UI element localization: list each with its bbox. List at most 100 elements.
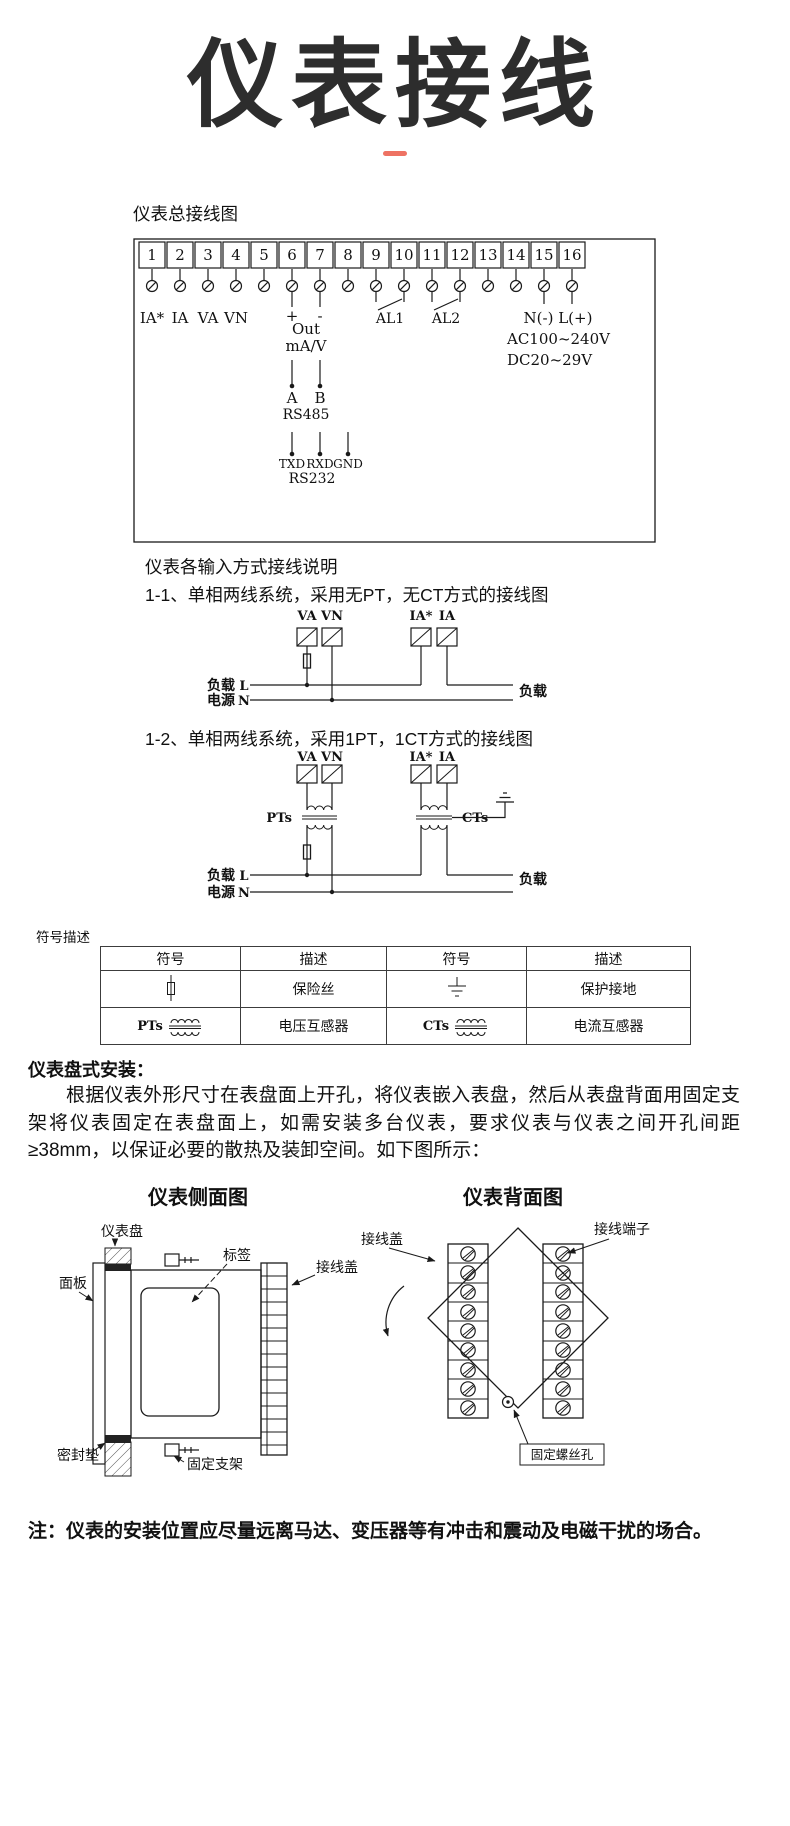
ground-desc: 保护接地 — [526, 970, 691, 1008]
label-pts: PTs — [266, 811, 292, 826]
terminal-6: 6 — [278, 241, 306, 293]
screw-terminal-icon — [565, 268, 579, 293]
terminal-clamp-icon — [296, 627, 318, 647]
terminal-12: 12 — [446, 241, 474, 293]
diagram-1-2: VA VN IA* IA PTs CTs — [207, 750, 547, 901]
fixing-bracket-top — [164, 1253, 199, 1267]
terminal-number: 11 — [422, 246, 441, 264]
modes-heading: 仪表各输入方式接线说明 — [145, 557, 338, 577]
screw-terminal-icon — [285, 268, 299, 293]
terminal-clamp-icon — [410, 764, 432, 784]
label-out: Out — [292, 320, 320, 338]
screw-terminal-icon — [509, 268, 523, 293]
label-al1: AL1 — [375, 311, 404, 327]
terminal-number: 15 — [534, 246, 553, 264]
terminal-clamp-icon — [410, 627, 432, 647]
label-plus: + — [286, 307, 299, 325]
screw-terminal-icon — [481, 268, 495, 293]
label-power-terminals: N(-) L(+) — [524, 309, 593, 327]
label-vn: VN — [320, 609, 343, 624]
screw-terminal-icon — [341, 268, 355, 293]
label-vn: VN — [320, 750, 343, 765]
terminal-clamp-icon — [321, 764, 343, 784]
label-load-right: 负载 — [519, 683, 547, 699]
diagram2-title: 1-2、单相两线系统，采用1PT，1CT方式的接线图 — [145, 729, 533, 749]
terminal-number: 1 — [147, 246, 157, 264]
sticker-label: 标签 — [223, 1247, 251, 1263]
ground-icon — [447, 976, 466, 996]
terminal-number: 4 — [231, 246, 241, 264]
symbol-table-heading: 符号描述 — [36, 930, 90, 945]
screw-hole-label: 固定螺丝孔 — [531, 1447, 594, 1462]
screw-head-icon — [460, 1304, 476, 1320]
rs232-block: TXD RXD GND RS232 — [279, 432, 363, 487]
terminal-14: 14 — [502, 241, 530, 293]
terminal-number: 10 — [394, 246, 413, 264]
leader-arrow — [78, 1291, 94, 1302]
fixing-screw-hole — [501, 1395, 515, 1409]
seal-label: 密封垫 — [57, 1447, 99, 1463]
label-line-l: L — [239, 679, 248, 694]
rs485-block: A B RS485 — [283, 360, 330, 423]
screw-terminal-icon — [173, 268, 187, 293]
label-vn: VN — [223, 309, 248, 327]
fuse-icon — [166, 974, 175, 1001]
terminal-8: 8 — [334, 241, 362, 293]
label-va: VA — [197, 309, 219, 327]
pt-transformer-icon — [302, 783, 337, 892]
screw-terminal-icon — [229, 268, 243, 293]
wiring-cover — [260, 1262, 288, 1456]
callout-panel-board: 仪表盘 — [101, 1223, 143, 1247]
wiring-cover-label: 接线盖 — [316, 1259, 358, 1275]
label-va: VA — [296, 609, 317, 624]
fuse-symbol-cell — [100, 970, 241, 1008]
screw-terminal-icon — [145, 268, 159, 293]
screw-head-icon — [555, 1323, 571, 1339]
panel-board — [104, 1247, 132, 1477]
col-header-symbol: 符号 — [386, 946, 527, 971]
bracket-label: 固定支架 — [187, 1456, 243, 1472]
label-ia-star: IA* — [410, 609, 433, 624]
transformer-coil-icon — [455, 1019, 488, 1036]
screw-head-icon — [555, 1342, 571, 1358]
terminal-block-label: 接线端子 — [594, 1221, 650, 1237]
callout-seal: 密封垫 — [57, 1442, 106, 1463]
terminal-number: 9 — [371, 246, 381, 264]
terminal-1: 1 — [138, 241, 166, 293]
terminal-15: 15 — [530, 241, 558, 293]
screw-terminal-icon — [313, 268, 327, 293]
symbol-table: 符号 描述 符号 描述 保险丝 保护接地 — [100, 946, 691, 1045]
front-panel-label: 面板 — [59, 1275, 87, 1291]
analog-output-block: + - Out mA/V — [286, 291, 328, 355]
label-line-n: N — [238, 694, 250, 709]
screw-terminal-icon — [257, 268, 271, 293]
label-ia-star: IA* — [140, 309, 165, 327]
label-source: 电源 — [207, 692, 235, 708]
ct-transformer-icon — [416, 783, 513, 876]
label-rs485-a: A — [286, 389, 298, 407]
screw-head-icon — [555, 1400, 571, 1416]
label-dc-range: DC20~29V — [507, 351, 593, 369]
terminal-clamp-icon — [436, 764, 458, 784]
fuse-desc: 保险丝 — [240, 970, 387, 1008]
seal-gasket-top — [105, 1264, 131, 1271]
screw-head-icon — [460, 1323, 476, 1339]
ct-symbol-cell: CTs — [386, 1007, 527, 1045]
label-line-l: L — [239, 869, 248, 884]
label-rxd: RXD — [306, 457, 333, 471]
ct-desc: 电流互感器 — [526, 1007, 691, 1045]
fixing-bracket-bottom — [164, 1443, 199, 1457]
diagram1-title: 1-1、单相两线系统，采用无PT，无CT方式的接线图 — [145, 585, 549, 605]
diagram-1-1: VA VN IA* IA 负载 L 电源 N 负载 — [207, 609, 547, 709]
terminal-row: 1 2 3 4 5 6 7 8 9 10 11 12 13 14 15 16 — [138, 241, 586, 293]
label-load-left: 负载 — [207, 867, 235, 883]
screw-head-icon — [460, 1342, 476, 1358]
terminal-13: 13 — [474, 241, 502, 293]
seal-gasket-bottom — [105, 1435, 131, 1443]
panel-board-label: 仪表盘 — [101, 1223, 143, 1239]
screw-head-icon — [555, 1284, 571, 1300]
alarm2-block: AL2 — [431, 291, 461, 327]
leader-arrow — [291, 1274, 316, 1286]
accent-dash — [383, 151, 407, 156]
label-rs485: RS485 — [283, 407, 330, 423]
